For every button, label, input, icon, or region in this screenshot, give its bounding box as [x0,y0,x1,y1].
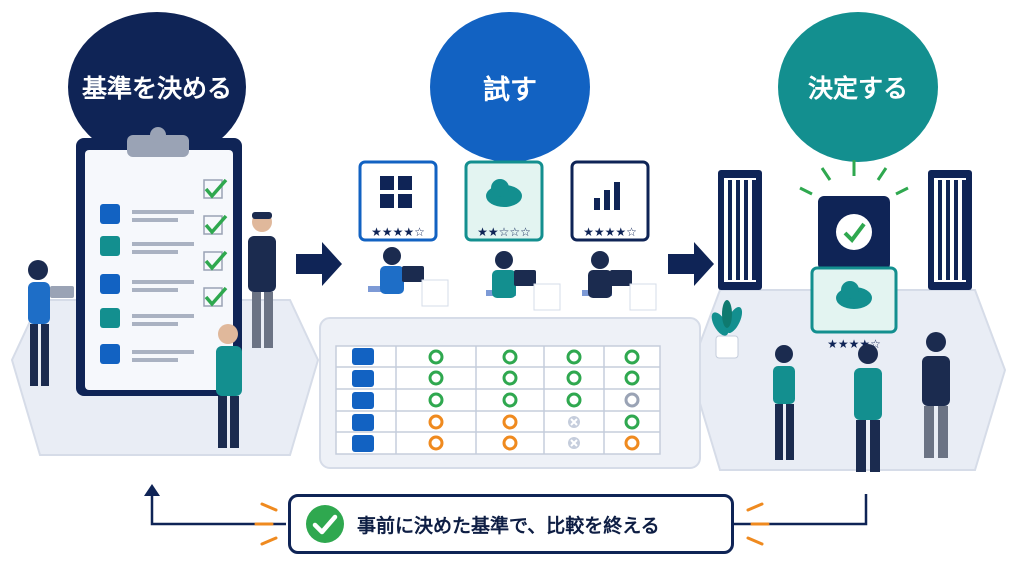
person-cheer-3 [922,332,950,458]
stage-3-circle: 決定する [778,12,938,162]
table-mark-green [566,392,582,408]
table-mark-orange [502,414,518,430]
table-mark-green [624,370,640,386]
gate-left [718,170,762,290]
table-mark-green [502,370,518,386]
table-mark-orange [428,414,444,430]
arrow-right-2 [668,242,714,286]
table-mark-green [566,349,582,365]
person-cheer-2 [854,344,882,472]
callout-burst-left [254,502,278,546]
tester-3 [582,251,657,311]
table-row-icons [352,348,374,452]
person-man-glasses [248,212,276,348]
table-mark-cross-x [570,418,578,426]
person-woman-left [28,260,74,386]
stage-1-label: 基準を決める [81,74,232,103]
chosen-tool-card: ★★★★☆ [810,266,898,351]
comparison-table [335,345,661,455]
loop-arrow-head [144,484,160,496]
plant [711,300,743,359]
stage-2-circle: 試す [430,12,590,162]
trial-card-1: ★★★★☆ [358,160,438,242]
table-mark-cross-x [570,439,578,447]
person-man-writing [216,324,242,448]
svg-text:★★☆☆☆: ★★☆☆☆ [477,225,531,239]
table-mark-green [624,349,640,365]
trial-card-2: ★★☆☆☆ [464,160,544,242]
decision-card [818,196,890,270]
summary-callout: 事前に決めた基準で、比較を終える [288,494,734,554]
person-cheer-1 [773,345,795,460]
table-mark-green [428,370,444,386]
summary-text: 事前に決めた基準で、比較を終える [357,514,660,537]
trial-card-3: ★★★★☆ [570,160,650,242]
tester-2 [486,251,561,311]
svg-text:★★★★☆: ★★★★☆ [583,225,637,239]
clipboard-criteria-list [100,204,194,364]
table-mark-green [624,414,640,430]
table-mark-orange [624,435,640,451]
table-mark-green [428,392,444,408]
table-mark-orange [502,435,518,451]
table-mark-green [502,349,518,365]
clipboard [76,127,242,396]
arrow-right-1 [296,242,342,286]
stage-2-label: 試す [483,74,537,106]
decision-rays [799,160,909,196]
clipboard-checkboxes [203,178,228,307]
table-mark-green [428,349,444,365]
gate-right [928,170,972,290]
table-mark-orange [428,435,444,451]
table-mark-green [566,370,582,386]
stage-3-label: 決定する [807,74,908,103]
callout-burst-right [746,502,770,546]
svg-text:★★★★☆: ★★★★☆ [371,225,425,239]
table-mark-gray [624,392,640,408]
loop-arrow [150,494,868,526]
check-circle-icon [306,505,344,543]
tester-1 [368,247,449,307]
table-marks [428,349,640,451]
table-mark-green [502,392,518,408]
